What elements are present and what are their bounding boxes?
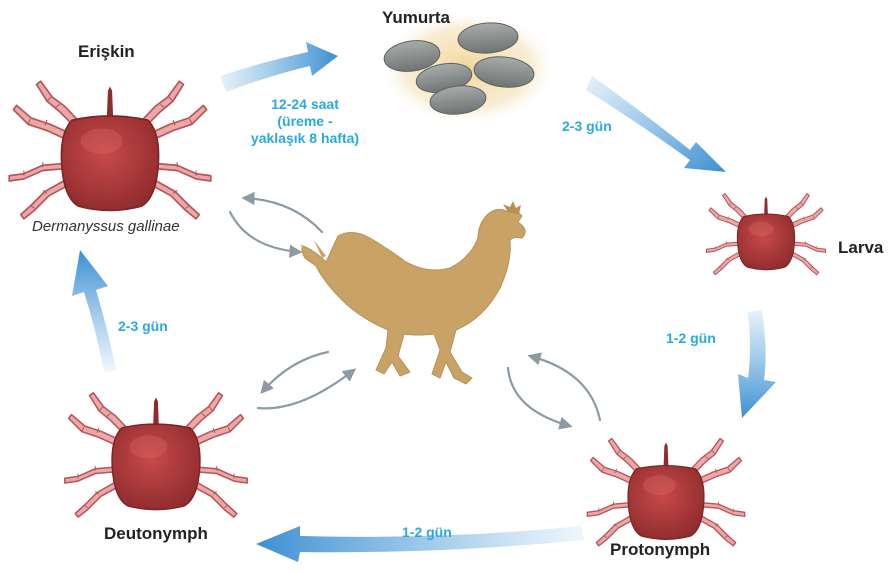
hen-host-icon	[300, 201, 525, 384]
duration-egg-to-larva: 2-3 gün	[562, 118, 612, 135]
adult-mite-icon	[9, 81, 211, 219]
stage-label-deutonymph: Deutonymph	[104, 524, 208, 544]
deutonymph-mite-icon	[65, 393, 247, 517]
stage-label-adult: Erişkin	[78, 42, 135, 62]
host-arrow-proto-in	[508, 368, 570, 426]
duration-deutonymph-to-adult: 2-3 gün	[118, 318, 168, 335]
arrow-larva-to-protonymph	[738, 310, 776, 418]
host-arrow-adult-out	[244, 198, 322, 232]
larva-mite-icon	[706, 194, 825, 275]
duration-adult-to-egg: 12-24 saat (üreme - yaklaşık 8 hafta)	[238, 96, 372, 147]
host-arrow-deuto-in	[258, 370, 354, 408]
duration-adult-to-egg-line1: 12-24 saat	[238, 96, 372, 113]
host-arrow-adult-in	[230, 212, 300, 252]
duration-adult-to-egg-line2: (üreme -	[238, 113, 372, 130]
arrow-deutonymph-to-adult	[72, 250, 116, 372]
protonymph-mite-icon	[587, 439, 744, 546]
stage-label-protonymph: Protonymph	[610, 540, 710, 560]
duration-adult-to-egg-line3: yaklaşık 8 hafta)	[238, 130, 372, 147]
duration-protonymph-to-deutonymph: 1-2 gün	[402, 524, 452, 541]
host-arrow-proto-out	[530, 356, 600, 420]
arrow-adult-to-egg	[220, 42, 338, 92]
species-name: Dermanyssus gallinae	[32, 218, 180, 235]
host-arrow-deuto-out	[262, 352, 328, 392]
stage-label-larva: Larva	[838, 238, 883, 258]
duration-larva-to-protonymph: 1-2 gün	[666, 330, 716, 347]
stage-label-egg: Yumurta	[382, 8, 450, 28]
